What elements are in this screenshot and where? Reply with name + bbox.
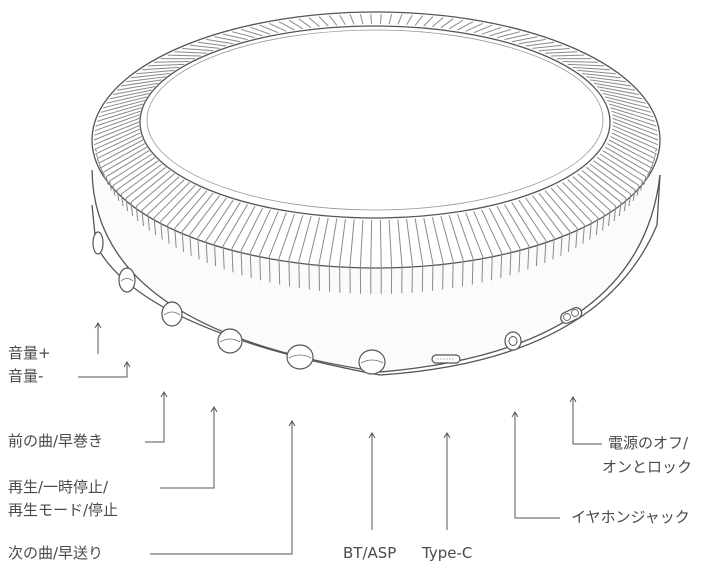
label-play-pause-1: 再生/一時停止/ — [8, 478, 109, 496]
side-button-play-pause — [217, 328, 243, 354]
device-bottom-edge — [91, 174, 661, 376]
side-button-bt-asp — [358, 349, 386, 375]
label-earphone-jack: イヤホンジャック — [571, 508, 690, 526]
side-button-next — [286, 344, 314, 370]
leader-earphone-jack — [511, 411, 560, 519]
power-lock-switch — [560, 307, 583, 324]
label-bt-asp: BT/ASP — [343, 544, 397, 562]
top-plate-inner-edge — [146, 29, 604, 211]
leader-power — [569, 396, 602, 445]
leader-play-pause — [160, 406, 218, 489]
earphone-jack-port — [504, 331, 522, 351]
side-button-volume-up — [92, 231, 104, 255]
knurled-ring — [93, 13, 659, 294]
leader-volume-down — [78, 361, 131, 378]
label-power-2: オンとロック — [602, 458, 693, 476]
label-volume-down: 音量- — [8, 367, 44, 385]
label-play-pause-2: 再生モード/停止 — [8, 501, 119, 519]
top-plate — [139, 25, 611, 219]
leader-next — [150, 420, 296, 555]
leader-bt-asp — [368, 432, 376, 530]
port-type-c — [431, 354, 461, 364]
label-type-c: Type-C — [422, 544, 473, 562]
label-power-1: 電源のオフ/ — [608, 434, 689, 452]
side-button-prev — [161, 301, 183, 327]
leader-type-c — [443, 432, 451, 530]
label-volume-up: 音量+ — [8, 344, 51, 362]
label-next-track: 次の曲/早送り — [8, 544, 104, 562]
leader-prev — [145, 391, 168, 443]
side-button-volume-down — [118, 267, 136, 293]
leader-volume-up — [94, 322, 102, 354]
label-prev-track: 前の曲/早巻き — [8, 432, 104, 450]
leader-lines — [78, 322, 602, 555]
